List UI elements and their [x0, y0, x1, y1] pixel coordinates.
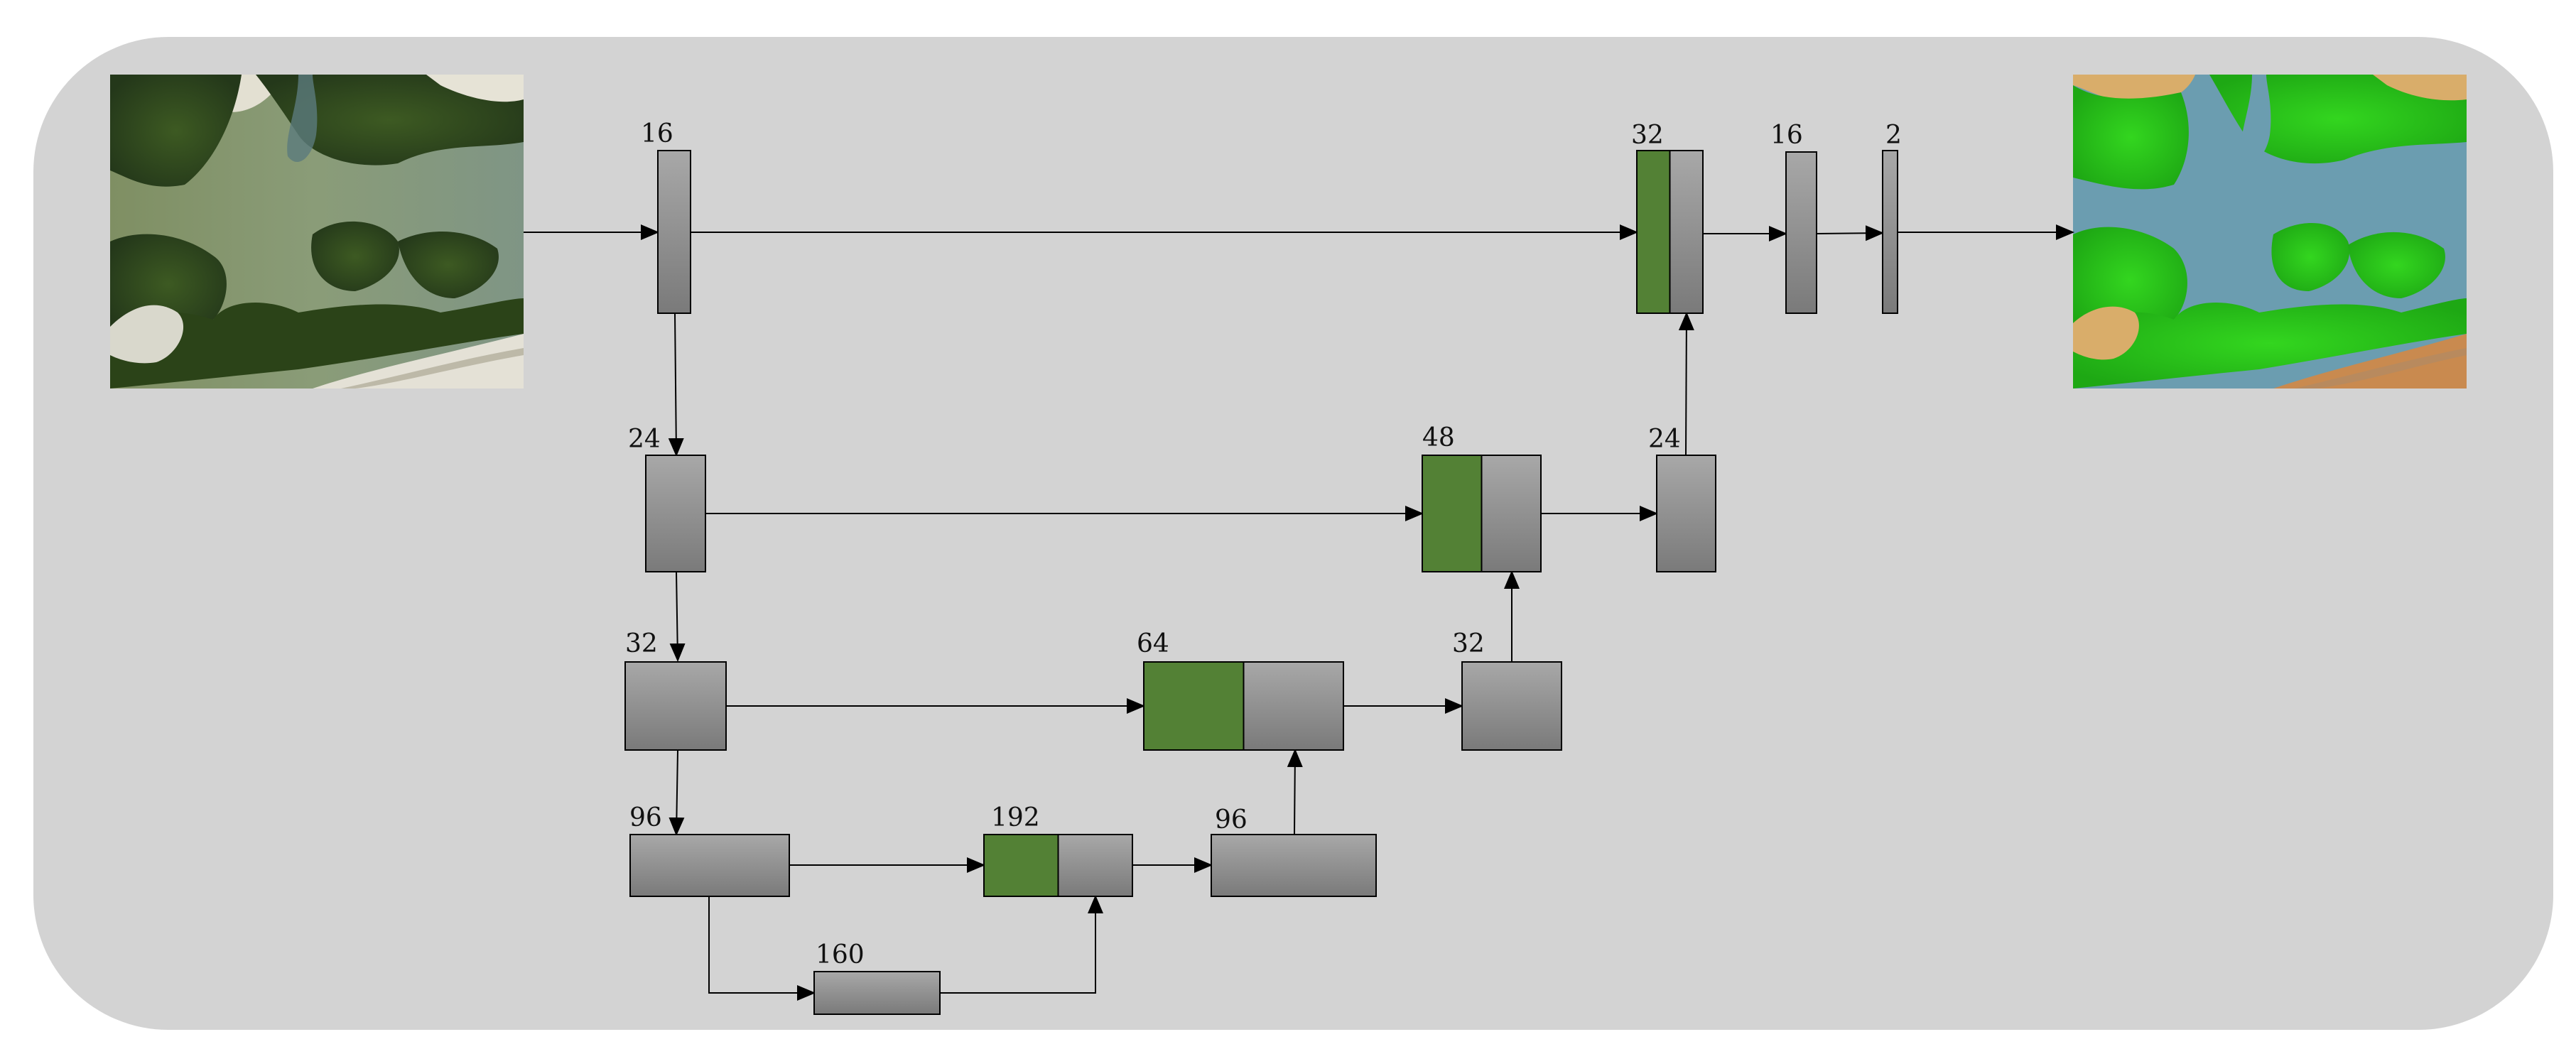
- channel-label-enc2: 24: [628, 425, 661, 454]
- channel-label-cat3: 64: [1137, 629, 1169, 658]
- feature-map-dec3: [1461, 661, 1562, 751]
- channel-label-cat1: 32: [1631, 121, 1664, 150]
- block-cat3: 64: [1137, 629, 1344, 751]
- channel-label-enc3: 32: [625, 629, 658, 658]
- feature-segment-cat3: [1243, 661, 1344, 751]
- block-dec1: 16: [1770, 121, 1817, 314]
- arrow-dec1-to-head: [1816, 225, 1884, 241]
- block-cat4: 192: [983, 803, 1133, 897]
- channel-label-head: 2: [1885, 121, 1902, 150]
- up-dec4-to-cat3: [1287, 749, 1303, 835]
- feature-map-head: [1882, 150, 1898, 314]
- channel-label-dec4: 96: [1215, 805, 1248, 835]
- concat-segment-cat3: [1143, 661, 1245, 751]
- concat-segment-cat4: [983, 834, 1059, 897]
- down-enc1-to-enc2: [668, 313, 684, 457]
- feature-map-dec1: [1785, 151, 1817, 314]
- block-enc3: 32: [624, 629, 727, 751]
- channel-label-enc1: 16: [641, 119, 673, 148]
- feature-map-enc4: [629, 834, 790, 897]
- concat-segment-cat2: [1422, 455, 1483, 572]
- channel-label-dec1: 16: [1770, 121, 1803, 150]
- down-enc3-to-enc4: [669, 749, 685, 836]
- feature-map-enc3: [624, 661, 727, 751]
- feature-segment-cat2: [1481, 455, 1542, 572]
- channel-label-dec3: 32: [1452, 629, 1485, 658]
- up-bottleneck-to-cat4: [940, 895, 1103, 994]
- channel-label-cat2: 48: [1422, 423, 1455, 452]
- down-enc4-to-bottleneck: [708, 896, 816, 1001]
- block-head: 2: [1882, 121, 1902, 314]
- channel-label-bottleneck: 160: [816, 940, 865, 969]
- feature-segment-cat1: [1669, 150, 1704, 314]
- channel-label-cat4: 192: [991, 803, 1040, 832]
- feature-map-dec2: [1656, 455, 1716, 572]
- channel-label-dec2: 24: [1648, 425, 1681, 454]
- block-bottleneck: 160: [813, 940, 941, 1015]
- channel-label-enc4: 96: [629, 803, 662, 832]
- block-dec4: 96: [1211, 805, 1377, 897]
- up-dec2-to-cat1: [1678, 312, 1694, 456]
- block-enc4: 96: [629, 803, 790, 897]
- block-enc2: 24: [628, 425, 706, 572]
- block-dec3: 32: [1452, 629, 1562, 751]
- segmentation-output-image: [2073, 75, 2467, 389]
- feature-map-bottleneck: [813, 971, 941, 1015]
- blocks-layer: 16 24 32 96 160 192 96 64 32 48 24 32 16 2: [624, 119, 1902, 1015]
- block-cat1: 32: [1631, 121, 1704, 314]
- connections: [524, 224, 2074, 1001]
- concat-segment-cat1: [1636, 150, 1671, 314]
- aerial-input-image: [110, 75, 524, 389]
- feature-segment-cat4: [1057, 834, 1133, 897]
- feature-map-enc1: [657, 150, 691, 314]
- block-cat2: 48: [1422, 423, 1542, 572]
- feature-map-dec4: [1211, 834, 1377, 897]
- block-dec2: 24: [1648, 425, 1716, 572]
- block-enc1: 16: [641, 119, 691, 314]
- feature-map-enc2: [645, 455, 706, 572]
- down-enc2-to-enc3: [669, 571, 686, 662]
